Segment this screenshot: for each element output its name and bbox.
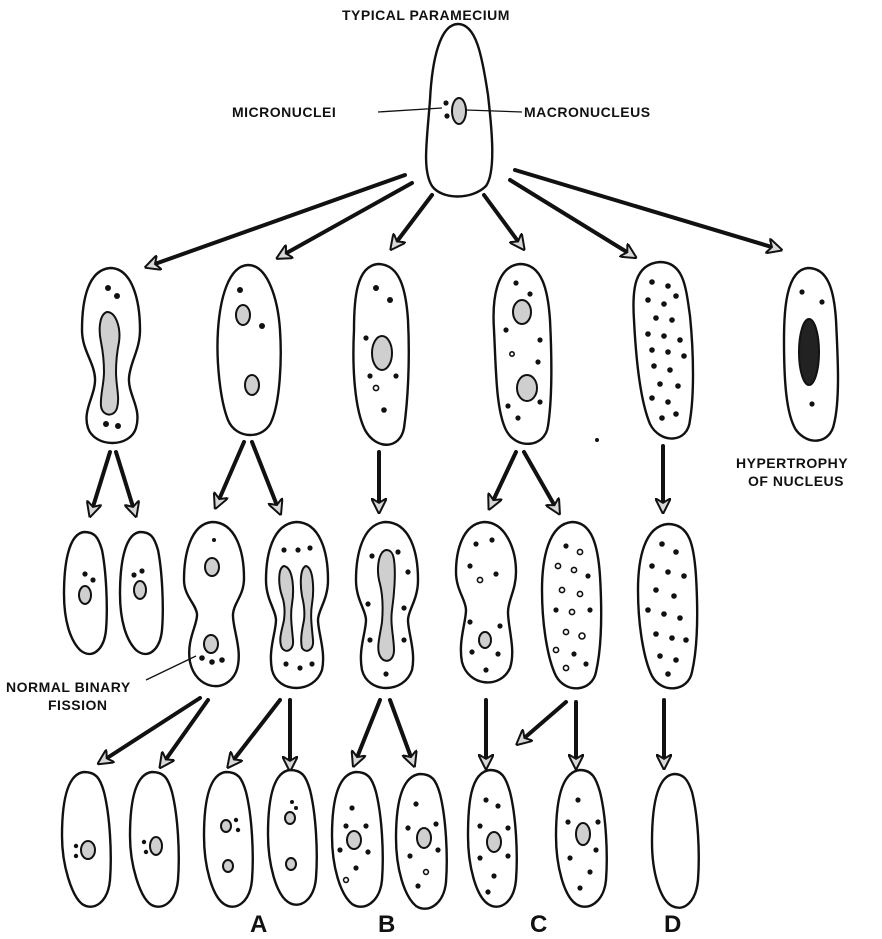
arrow-to-C: [484, 195, 520, 244]
cell-row2-A1a: [64, 532, 107, 654]
cell-row3-A2b: [268, 770, 317, 905]
column-letter-D: D: [664, 911, 681, 938]
cell-row1-B: [353, 264, 408, 445]
fission-label-line1: NORMAL BINARY: [6, 679, 131, 695]
cell-row2-D: [638, 524, 697, 688]
title-label: TYPICAL PARAMECIUM: [342, 7, 510, 23]
cell-row2-B-dividing: [356, 522, 418, 688]
cell-row3-Cb: [556, 770, 607, 907]
cell-row2-A2-double: [266, 522, 328, 688]
arrows-row1-to-row2: [92, 442, 663, 510]
cell-row1-A1: [82, 268, 140, 443]
cell-row2-A1b: [120, 532, 163, 654]
cell-row3-Bb: [396, 774, 447, 909]
cell-row2-A2-dividing: [184, 522, 244, 686]
cell-row3-D-empty: [652, 774, 699, 908]
column-letter-C: C: [530, 911, 547, 938]
macronucleus-label: MACRONUCLEUS: [524, 104, 651, 120]
cell-row3-Ba: [332, 772, 383, 907]
cell-row1-hypertrophy: [784, 268, 838, 441]
cell-row2-C-dividing: [456, 522, 516, 682]
arrow-to-A1: [152, 175, 405, 265]
cell-row1-D: [633, 262, 693, 439]
arrows-row2-to-row3: [104, 698, 664, 764]
fission-leader: [146, 656, 196, 680]
hypertrophy-label-line1: HYPERTROPHY: [736, 455, 848, 471]
cell-row3-A1a: [62, 772, 111, 907]
column-letter-A: A: [250, 911, 267, 938]
hypertrophy-label-line2: OF NUCLEUS: [748, 473, 844, 489]
fission-label-line2: FISSION: [48, 697, 108, 713]
cell-row3-A2a: [204, 772, 253, 907]
micronuclei-label: MICRONUCLEI: [232, 104, 336, 120]
cell-row1-C: [494, 264, 552, 444]
arrow-to-B: [395, 195, 432, 244]
cell-row1-A2: [217, 265, 280, 435]
cell-row3-Ca: [468, 770, 517, 907]
cell-row3-A1b: [130, 772, 179, 907]
arrow-to-D: [510, 180, 630, 254]
cell-row2-C-many: [542, 522, 601, 688]
column-letter-B: B: [378, 911, 395, 938]
